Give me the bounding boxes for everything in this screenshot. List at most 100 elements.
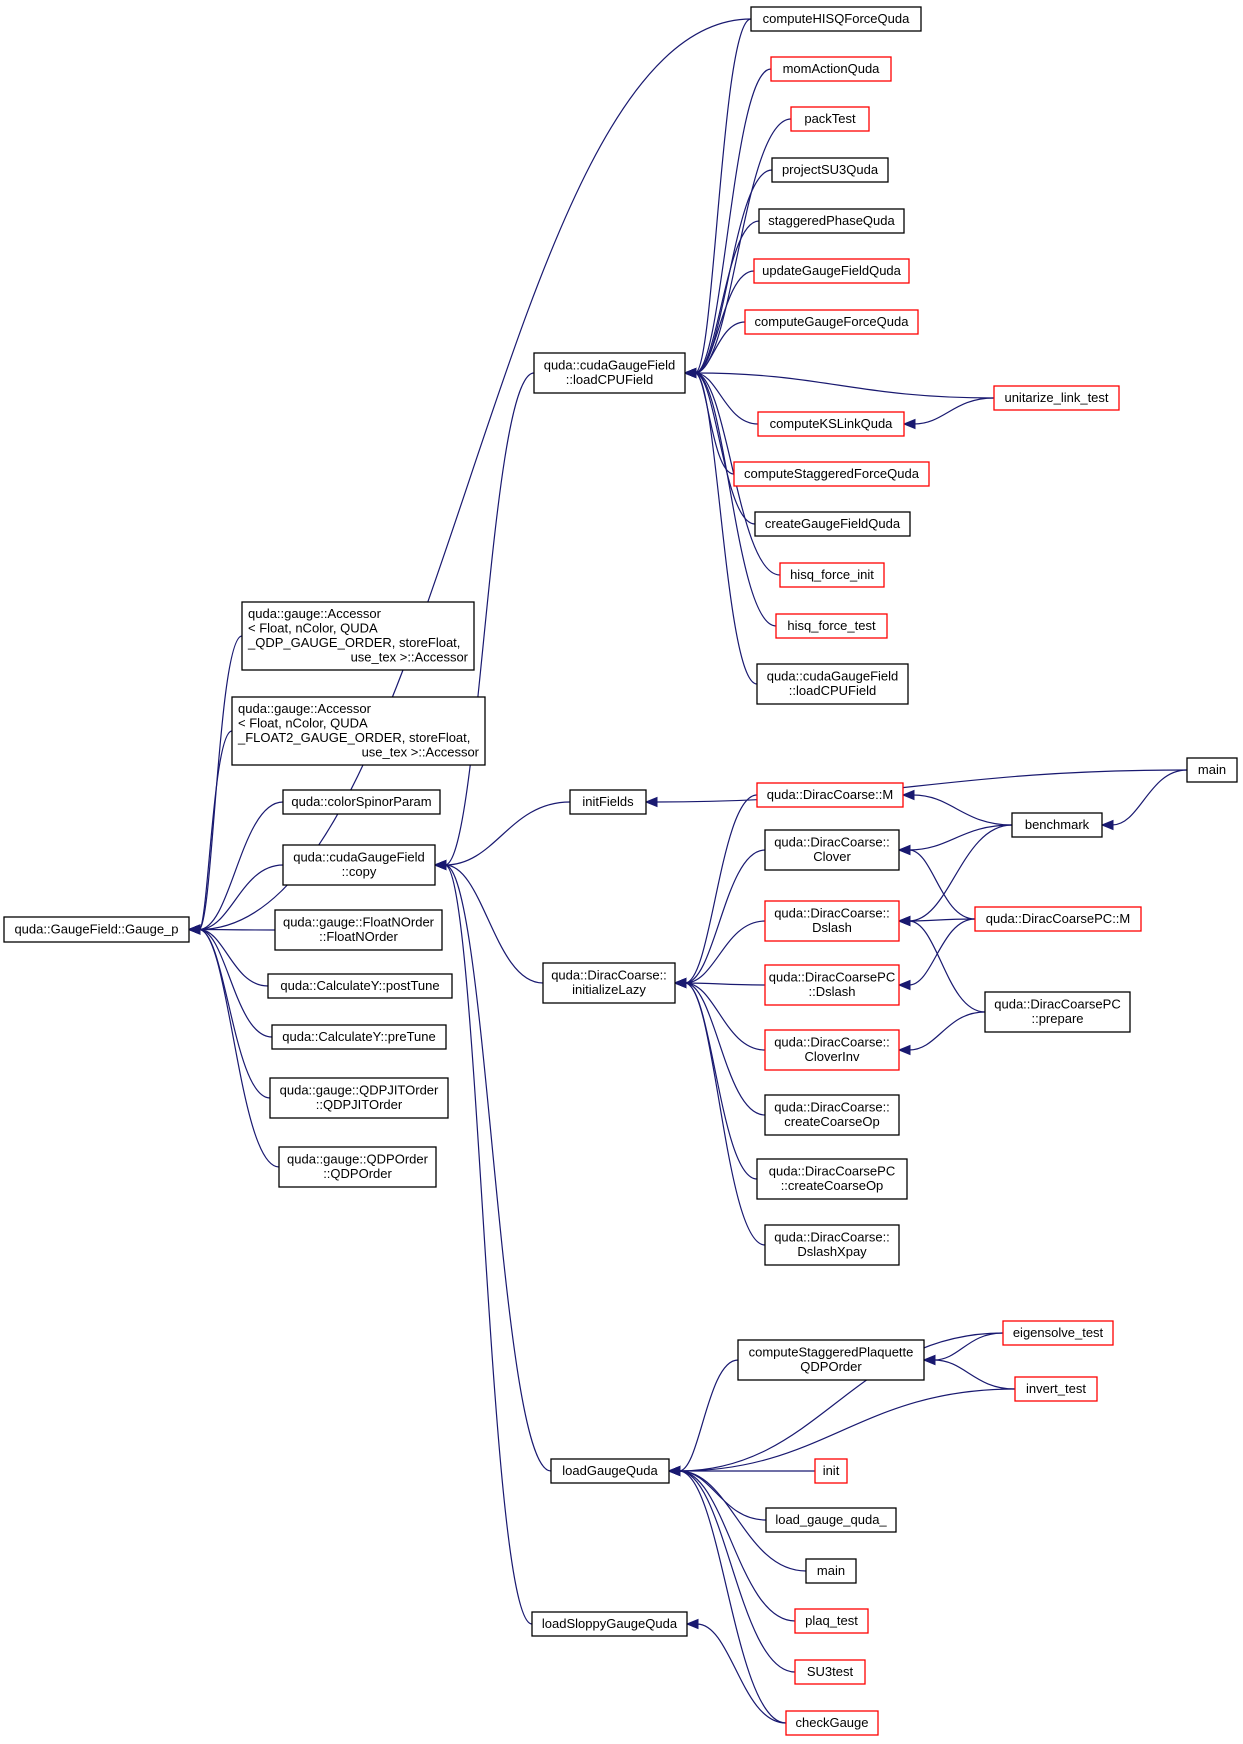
node-invertTest[interactable]: invert_test [1014,1376,1098,1402]
node-loadSloppy[interactable]: loadSloppyGaugeQuda [531,1611,688,1637]
node-box [757,411,905,437]
node-benchmark[interactable]: benchmark [1011,812,1103,838]
node-copy[interactable]: quda::cudaGaugeField::copy [282,844,436,886]
node-label-line: quda::DiracCoarsePC [994,997,1120,1012]
node-packTest[interactable]: packTest [790,106,870,132]
node-checkGauge[interactable]: checkGauge [785,1710,879,1736]
node-qdpjit[interactable]: quda::gauge::QDPJITOrder::QDPJITOrder [269,1077,449,1119]
node-dcCreate[interactable]: quda::DiracCoarse::createCoarseOp [764,1094,900,1136]
node-label-line: staggeredPhaseQuda [768,213,895,228]
node-label-line: createGaugeFieldQuda [765,516,901,531]
edge-staggeredPhase-to-loadCPU [694,220,760,374]
node-label-line: quda::DiracCoarsePC::M [986,911,1131,926]
node-dcpcPrepare[interactable]: quda::DiracCoarsePC::prepare [984,991,1131,1033]
node-colorSpinorParam[interactable]: quda::colorSpinorParam [282,789,441,815]
node-dcM[interactable]: quda::DiracCoarse::M [756,782,904,808]
node-dcCloverInv[interactable]: quda::DiracCoarse::CloverInv [764,1029,900,1071]
node-floatNOrder[interactable]: quda::gauge::FloatNOrder::FloatNOrder [274,909,443,951]
node-label-line: quda::CalculateY::postTune [280,978,439,993]
node-box [984,991,1131,1033]
node-box [754,511,911,537]
node-label-line: _QDP_GAUGE_ORDER, storeFloat, [247,635,460,650]
node-label-line: updateGaugeFieldQuda [762,263,902,278]
edge-dcCloverInv-to-initLazy [684,982,766,1051]
node-mainBottom[interactable]: main [805,1558,857,1584]
edge-unitarize-to-loadCPU [694,372,995,399]
node-label-line: SU3test [807,1664,854,1679]
node-plaqTest[interactable]: plaq_test [794,1608,869,1634]
node-preTune[interactable]: quda::CalculateY::preTune [271,1024,447,1050]
edge-dcpcM-to-dcClover [908,849,976,920]
node-label-line: quda::DiracCoarse:: [551,968,667,983]
arrowhead [897,844,911,856]
node-root: quda::GaugeField::Gauge_p [3,916,190,943]
edge-su3test-to-loadGauge [678,1470,796,1673]
node-mainTop[interactable]: main [1186,757,1238,783]
edge-invertTest-to-computeStagPlaq [933,1359,1016,1390]
node-acc1[interactable]: quda::gauge::Accessor< Float, nColor, QU… [241,601,475,671]
node-dcDslash[interactable]: quda::DiracCoarse::Dslash [764,900,900,942]
node-hisqTest[interactable]: hisq_force_test [775,613,888,639]
node-box [267,973,453,999]
edge-mainTop-to-benchmark [1111,769,1188,826]
node-label-line: init [823,1463,840,1478]
node-loadCPU2[interactable]: quda::cudaGaugeField::loadCPUField [756,663,909,705]
node-label-line: invert_test [1026,1381,1086,1396]
node-dcpcM[interactable]: quda::DiracCoarsePC::M [974,906,1142,932]
node-label-line: quda::DiracCoarse:: [774,1230,890,1245]
node-projectSU3[interactable]: projectSU3Quda [771,157,889,183]
edge-momAction-to-loadCPU [694,68,772,374]
node-dcpcDslash[interactable]: quda::DiracCoarsePC::Dslash [764,964,900,1006]
node-label-line: hisq_force_init [790,567,874,582]
node-label-line: quda::gauge::QDPOrder [287,1152,429,1167]
node-computeGaugeForce[interactable]: computeGaugeForceQuda [744,309,919,335]
node-label-line: checkGauge [796,1715,869,1730]
node-label-line: ::copy [342,864,377,879]
node-su3test[interactable]: SU3test [794,1659,866,1685]
node-box [1002,1320,1114,1346]
node-hisqInit[interactable]: hisq_force_init [779,562,885,588]
node-qdpOrder[interactable]: quda::gauge::QDPOrder::QDPOrder [278,1146,437,1188]
node-box [531,1611,688,1637]
edge-hisqTest-to-loadCPU [694,372,777,627]
node-box [1186,757,1238,783]
node-dcpcCreate[interactable]: quda::DiracCoarsePC::createCoarseOp [756,1158,908,1200]
edge-loadGauge-to-copy [444,864,552,1472]
node-box [533,352,686,394]
node-computeKSLink[interactable]: computeKSLinkQuda [757,411,905,437]
node-label-line: quda::CalculateY::preTune [282,1029,435,1044]
node-dcClover[interactable]: quda::DiracCoarse::Clover [764,829,900,871]
node-dcXpay[interactable]: quda::DiracCoarse::DslashXpay [764,1224,900,1266]
node-staggeredPhase[interactable]: staggeredPhaseQuda [758,208,905,234]
node-box [775,613,888,639]
node-momAction[interactable]: momActionQuda [770,56,892,82]
edge-qdpOrder-to-root [198,928,280,1168]
node-label-line: ::FloatNOrder [319,929,398,944]
node-label-line: quda::cudaGaugeField [544,358,676,373]
node-acc2[interactable]: quda::gauge::Accessor< Float, nColor, QU… [231,696,486,766]
node-label-line: quda::colorSpinorParam [291,794,431,809]
node-updateGauge[interactable]: updateGaugeFieldQuda [753,258,910,284]
node-eigensolve[interactable]: eigensolve_test [1002,1320,1114,1346]
node-initLazy[interactable]: quda::DiracCoarse::initializeLazy [542,962,676,1004]
node-loadGauge[interactable]: loadGaugeQuda [550,1458,670,1484]
node-box [550,1458,670,1484]
node-box [771,157,889,183]
edge-benchmark-to-dcDslash [908,824,1013,922]
node-loadGaugeUnder[interactable]: load_gauge_quda_ [765,1507,897,1533]
node-computeStagForce[interactable]: computeStaggeredForceQuda [733,461,930,487]
node-label-line: ::QDPJITOrder [316,1097,403,1112]
node-hisq[interactable]: computeHISQForceQuda [750,6,922,32]
node-label-line: use_tex >::Accessor [362,745,480,760]
node-box [993,385,1120,411]
edge-dcpcM-to-dcDslash [908,918,976,922]
node-unitarize[interactable]: unitarize_link_test [993,385,1120,411]
node-initFields[interactable]: initFields [569,789,647,815]
node-createGauge[interactable]: createGaugeFieldQuda [754,511,911,537]
node-init[interactable]: init [814,1458,848,1484]
node-box [764,1029,900,1071]
node-postTune[interactable]: quda::CalculateY::postTune [267,973,453,999]
node-box [269,1077,449,1119]
node-loadCPU[interactable]: quda::cudaGaugeField::loadCPUField [533,352,686,394]
